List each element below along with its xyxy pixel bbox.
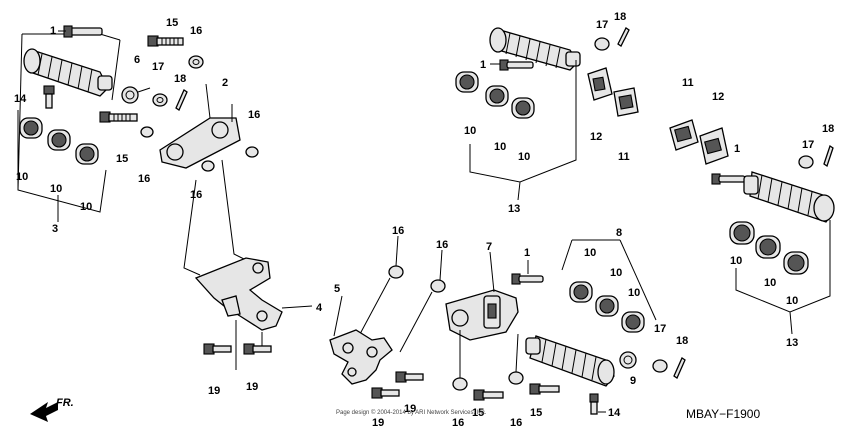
- callout-label: 17: [152, 61, 164, 73]
- callout-label: 18: [174, 73, 186, 85]
- callout-label: 15: [166, 17, 178, 29]
- cotter-pin-icon: [617, 27, 630, 47]
- bolt-icon: [63, 25, 103, 38]
- callout-label: 1: [524, 247, 530, 259]
- diagram-code: MBAY−F1900: [686, 407, 760, 421]
- callout-label: 17: [802, 139, 814, 151]
- callout-label: 19: [404, 403, 416, 415]
- cotter-pin-icon: [175, 89, 188, 111]
- bolt-icon: [203, 343, 232, 355]
- bolt-icon: [43, 85, 55, 109]
- callout-label: 10: [50, 183, 62, 195]
- front-direction-arrow-icon: [30, 402, 58, 422]
- callout-label: 9: [630, 375, 636, 387]
- callout-label: 16: [510, 417, 522, 429]
- callout-label: 14: [608, 407, 621, 419]
- callout-label: 19: [372, 417, 384, 429]
- bracket-icon: [159, 83, 241, 169]
- spring-icon: [121, 86, 151, 104]
- washer-icon: [245, 146, 259, 158]
- callout-label: 10: [764, 277, 776, 289]
- direction-label: FR.: [56, 397, 74, 409]
- callout-label: 17: [654, 323, 666, 335]
- lower-right-footpeg-assembly: [525, 239, 686, 415]
- washer-icon: [188, 55, 204, 69]
- right-footpeg-assembly: [669, 119, 835, 335]
- callout-label: 1: [734, 143, 740, 155]
- callout-label: 19: [246, 381, 258, 393]
- callout-label: 10: [16, 171, 28, 183]
- callout-label: 16: [190, 189, 202, 201]
- callout-label: 16: [392, 225, 404, 237]
- callout-label: 15: [116, 153, 128, 165]
- callout-label: 10: [610, 267, 622, 279]
- callout-label: 10: [464, 125, 476, 137]
- washer-icon: [152, 93, 168, 107]
- callout-label: 17: [596, 19, 608, 31]
- callout-label: 10: [584, 247, 596, 259]
- callout-label: 11: [682, 77, 694, 89]
- upper-left-footpeg-assembly: [17, 25, 204, 222]
- washer-icon: [594, 37, 610, 51]
- bolt-icon: [147, 35, 184, 47]
- callout-label: 16: [452, 417, 464, 429]
- callout-label: 10: [786, 295, 798, 307]
- callout-label: 10: [518, 151, 530, 163]
- callout-label: 13: [786, 337, 798, 349]
- callout-label: 15: [472, 407, 484, 419]
- callout-label: 12: [712, 91, 724, 103]
- callout-label: 5: [334, 283, 340, 295]
- washer-icon: [201, 160, 215, 172]
- callout-label: 4: [316, 302, 323, 314]
- callout-label: 10: [494, 141, 506, 153]
- bushing-icon: [75, 143, 99, 165]
- callout-label: 16: [248, 109, 260, 121]
- callout-label: 3: [52, 223, 58, 235]
- callout-label: 14: [14, 93, 27, 105]
- upper-right-footpeg-assembly: [455, 27, 639, 201]
- callout-label: 6: [134, 54, 140, 66]
- bolt-icon: [243, 343, 272, 355]
- callout-label: 10: [730, 255, 742, 267]
- bracket-icon: [194, 257, 283, 331]
- callout-label: 18: [676, 335, 688, 347]
- callout-label: 1: [480, 59, 486, 71]
- callout-label: 18: [614, 11, 626, 23]
- callout-label: 19: [208, 385, 220, 397]
- callout-label: 11: [618, 151, 630, 163]
- copyright-notice: Page design © 2004-2014 by ARI Network S…: [336, 409, 487, 416]
- callout-label: 12: [590, 131, 602, 143]
- callout-label: 16: [138, 173, 150, 185]
- footpeg-rubber-icon: [23, 48, 113, 97]
- callout-label: 10: [80, 201, 92, 213]
- callout-label: 16: [436, 239, 448, 251]
- callout-label: 18: [822, 123, 834, 135]
- callout-label: 1: [50, 25, 56, 37]
- callout-label: 2: [222, 77, 228, 89]
- bolt-icon: [99, 111, 138, 123]
- callout-label: 10: [628, 287, 640, 299]
- bushing-icon: [47, 129, 71, 151]
- callout-label: 13: [508, 203, 520, 215]
- bushing-icon: [19, 117, 43, 139]
- callout-label: 8: [616, 227, 622, 239]
- washer-icon: [140, 126, 154, 138]
- callout-label: 7: [486, 241, 492, 253]
- callout-label: 15: [530, 407, 542, 419]
- callout-label: 16: [190, 25, 202, 37]
- lower-bracket-assembly: [329, 235, 560, 401]
